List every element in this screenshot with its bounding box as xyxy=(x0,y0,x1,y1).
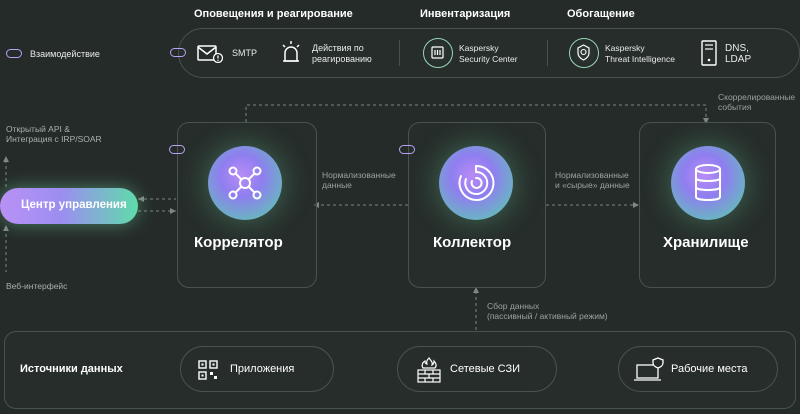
firewall-icon xyxy=(417,357,441,383)
integrations-interaction-icon xyxy=(170,48,186,57)
correlator-icon-circle xyxy=(208,146,282,220)
web-interface-label: Веб-интерфейс xyxy=(6,281,68,291)
siren-icon xyxy=(280,40,302,64)
normalized-data-label: Нормализованные данные xyxy=(322,170,396,190)
collection-line1: Сбор данных xyxy=(487,301,540,311)
ksc-label: Kaspersky Security Center xyxy=(459,43,518,65)
server-icon xyxy=(701,40,717,66)
mail-alert-icon xyxy=(197,45,224,64)
dns-line1: DNS, xyxy=(725,43,749,54)
api-line2: Интеграция с IRP/SOAR xyxy=(6,134,102,144)
correlated-events-label: Скоррелированные события xyxy=(718,92,795,112)
dns-label: DNS, LDAP xyxy=(725,43,751,65)
divider xyxy=(547,40,548,66)
correlated-line2: события xyxy=(718,102,752,112)
response-actions-label: Действия по реагированию xyxy=(312,43,372,65)
smtp-label: SMTP xyxy=(232,48,258,58)
ksc-logo-icon xyxy=(423,38,453,68)
api-line1: Открытый API & xyxy=(6,124,70,134)
workstations-label: Рабочие места xyxy=(671,363,748,375)
normalized-line2: данные xyxy=(322,180,352,190)
collection-line2: (пассивный / активный режим) xyxy=(487,311,608,321)
ksc-line2: Security Center xyxy=(459,54,518,64)
interaction-legend-label: Взаимодействие xyxy=(30,49,100,59)
correlator-interaction-icon xyxy=(169,145,185,154)
source-applications[interactable]: Приложения xyxy=(180,346,334,392)
storage-icon-circle xyxy=(671,146,745,220)
data-sources-title: Источники данных xyxy=(20,363,123,375)
correlator-label: Коррелятор xyxy=(194,234,283,251)
applications-label: Приложения xyxy=(230,363,295,375)
api-label: Открытый API & Интеграция с IRP/SOAR xyxy=(6,124,102,144)
qr-code-icon xyxy=(198,360,218,380)
normalized-line1: Нормализованные xyxy=(322,170,396,180)
maze-icon xyxy=(458,164,495,201)
kti-line1: Kaspersky xyxy=(605,43,645,53)
interaction-legend-icon xyxy=(6,49,22,58)
ksc-line1: Kaspersky xyxy=(459,43,499,53)
enrichment-header: Обогащение xyxy=(567,8,635,20)
correlated-line1: Скоррелированные xyxy=(718,92,796,102)
normalized-raw-label: Нормализованные и «сырые» данные xyxy=(555,170,630,190)
normalized-raw-line2: и «сырые» данные xyxy=(555,180,630,190)
response-actions-line2: реагированию xyxy=(312,54,372,64)
kti-logo-icon xyxy=(569,38,599,68)
divider xyxy=(399,40,400,66)
control-center-button[interactable]: Центр управления xyxy=(0,188,138,224)
storage-label: Хранилище xyxy=(663,234,749,251)
integrations-bar xyxy=(178,28,800,78)
laptop-shield-icon xyxy=(634,357,664,383)
kti-label: Kaspersky Threat Intelligence xyxy=(605,43,675,65)
control-center-label: Центр управления xyxy=(21,199,127,211)
alerts-header: Оповещения и реагирование xyxy=(194,8,353,20)
data-collection-label: Сбор данных (пассивный / активный режим) xyxy=(487,301,608,321)
source-workstations[interactable]: Рабочие места xyxy=(618,346,778,392)
dns-line2: LDAP xyxy=(725,54,752,65)
kti-line2: Threat Intelligence xyxy=(605,54,675,64)
collector-icon-circle xyxy=(439,146,513,220)
database-icon xyxy=(695,164,721,201)
collector-interaction-icon xyxy=(399,145,415,154)
normalized-raw-line1: Нормализованные xyxy=(555,170,629,180)
network-security-label: Сетевые СЗИ xyxy=(450,363,521,375)
response-actions-line1: Действия по xyxy=(312,43,364,53)
network-nodes-icon xyxy=(228,166,262,200)
collector-label: Коллектор xyxy=(433,234,512,251)
inventory-header: Инвентаризация xyxy=(420,8,511,20)
source-network-security[interactable]: Сетевые СЗИ xyxy=(397,346,557,392)
